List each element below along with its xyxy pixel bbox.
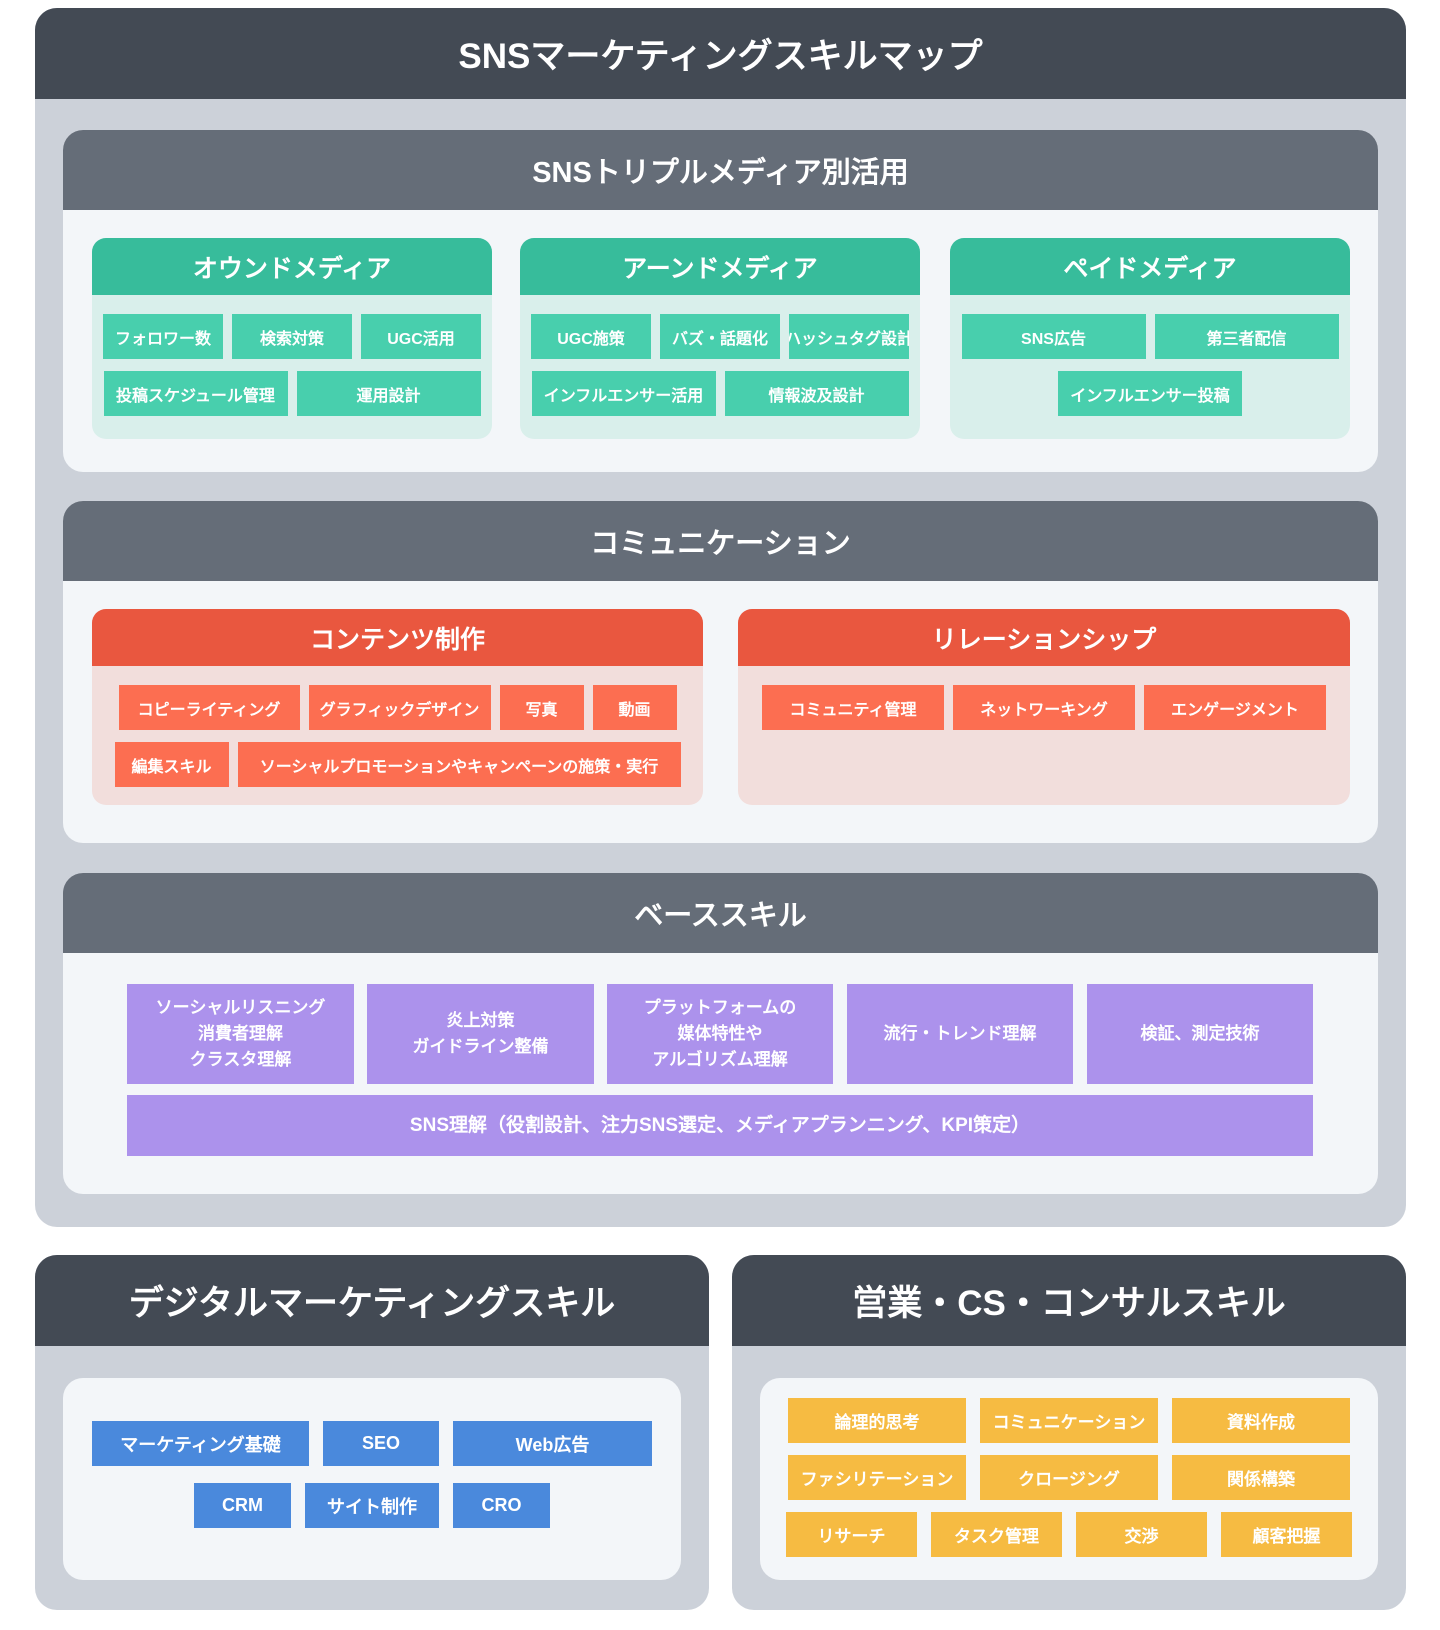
relationship-title: リレーションシップ <box>738 609 1350 666</box>
skill-chip: SNS広告 <box>961 314 1146 359</box>
earned-media-title: アーンドメディア <box>520 238 920 295</box>
skill-chip: UGC活用 <box>361 314 481 359</box>
communication-title: コミュニケーション <box>63 501 1378 581</box>
chip-row: UGC施策バズ・話題化ハッシュタグ設計 <box>531 314 909 359</box>
skill-chip: Web広告 <box>453 1421 652 1466</box>
skill-chip: CRM <box>194 1483 291 1528</box>
base-skill-item: 流行・トレンド理解 <box>847 984 1073 1084</box>
earned-media-card: アーンドメディア UGC施策バズ・話題化ハッシュタグ設計インフルエンサー活用情報… <box>520 238 920 439</box>
sns-understanding-bar: SNS理解（役割設計、注力SNS選定、メディアプランニング、KPI策定） <box>127 1095 1313 1156</box>
skill-chip: コミュニティ管理 <box>762 685 944 730</box>
chip-row: SNS広告第三者配信 <box>961 314 1339 359</box>
skill-chip: クロージング <box>980 1455 1158 1500</box>
skill-chip: 顧客把握 <box>1221 1512 1352 1557</box>
base-skill-title: ベーススキル <box>63 873 1378 953</box>
chip-row: インフルエンサー活用情報波及設計 <box>531 371 909 416</box>
skill-chip: CRO <box>453 1483 550 1528</box>
skill-chip: コピーライティング <box>118 685 300 730</box>
sales-cs-consulting-panel: 営業・CS・コンサルスキル 論理的思考コミュニケーション資料作成ファシリテーショ… <box>732 1255 1406 1610</box>
skill-chip: バズ・話題化 <box>660 314 780 359</box>
chip-row: ファシリテーションクロージング関係構築 <box>788 1455 1350 1500</box>
base-skill-section: ベーススキル ソーシャルリスニング 消費者理解 クラスタ理解 炎上対策 ガイドラ… <box>63 873 1378 1194</box>
digital-marketing-panel: デジタルマーケティングスキル マーケティング基礎 SEO Web広告 CRM サイト制作… <box>35 1255 709 1610</box>
skill-chip: サイト制作 <box>305 1483 439 1528</box>
chip-row: 編集スキルソーシャルプロモーションやキャンペーンの施策・実行 <box>114 742 681 787</box>
skill-chip: 論理的思考 <box>788 1398 966 1443</box>
skill-chip: フォロワー数 <box>103 314 223 359</box>
skill-chip: 関係構築 <box>1172 1455 1350 1500</box>
relationship-card: リレーションシップ コミュニティ管理ネットワーキングエンゲージメント <box>738 609 1350 805</box>
triple-media-title: SNSトリプルメディア別活用 <box>63 130 1378 210</box>
skill-chip: 運用設計 <box>296 371 481 416</box>
skill-chip: ファシリテーション <box>788 1455 966 1500</box>
skill-chip: 編集スキル <box>114 742 229 787</box>
skill-chip: 写真 <box>499 685 584 730</box>
skill-chip: 動画 <box>592 685 677 730</box>
skill-chip: 検索対策 <box>232 314 352 359</box>
skill-chip: インフルエンサー活用 <box>531 371 716 416</box>
skill-chip: リサーチ <box>786 1512 917 1557</box>
skill-chip: 第三者配信 <box>1154 314 1339 359</box>
digital-marketing-title: デジタルマーケティングスキル <box>35 1255 709 1346</box>
skill-chip: ソーシャルプロモーションやキャンペーンの施策・実行 <box>237 742 681 787</box>
chip-row: マーケティング基礎 SEO Web広告 <box>92 1421 652 1466</box>
skill-chip: ハッシュタグ設計 <box>789 314 909 359</box>
skill-chip: 資料作成 <box>1172 1398 1350 1443</box>
skill-chip: エンゲージメント <box>1144 685 1326 730</box>
chip-row: CRM サイト制作 CRO <box>194 1483 550 1528</box>
skill-chip: ネットワーキング <box>953 685 1135 730</box>
sns-skill-map-panel: SNSマーケティングスキルマップ SNSトリプルメディア別活用 オウンドメディア… <box>35 8 1406 1227</box>
skill-chip: SEO <box>323 1421 439 1466</box>
skill-chip: UGC施策 <box>531 314 651 359</box>
skill-chip: コミュニケーション <box>980 1398 1158 1443</box>
chip-row: コピーライティンググラフィックデザイン写真動画 <box>118 685 677 730</box>
paid-media-title: ペイドメディア <box>950 238 1350 295</box>
base-skill-item: 検証、測定技術 <box>1087 984 1313 1084</box>
base-skill-item: プラットフォームの 媒体特性や アルゴリズム理解 <box>607 984 833 1084</box>
skill-chip: マーケティング基礎 <box>92 1421 309 1466</box>
content-creation-card: コンテンツ制作 コピーライティンググラフィックデザイン写真動画編集スキルソーシャ… <box>92 609 703 805</box>
owned-media-title: オウンドメディア <box>92 238 492 295</box>
chip-row: 投稿スケジュール管理運用設計 <box>103 371 481 416</box>
chip-row: リサーチタスク管理交渉顧客把握 <box>786 1512 1352 1557</box>
skill-chip: 交渉 <box>1076 1512 1207 1557</box>
content-creation-title: コンテンツ制作 <box>92 609 703 666</box>
chip-row: コミュニティ管理ネットワーキングエンゲージメント <box>762 685 1326 730</box>
paid-media-card: ペイドメディア SNS広告第三者配信インフルエンサー投稿 <box>950 238 1350 439</box>
skill-chip: タスク管理 <box>931 1512 1062 1557</box>
chip-row: 論理的思考コミュニケーション資料作成 <box>788 1398 1350 1443</box>
skill-chip: インフルエンサー投稿 <box>1058 371 1242 416</box>
base-skill-item: 炎上対策 ガイドライン整備 <box>367 984 594 1084</box>
chip-row: インフルエンサー投稿 <box>1058 371 1242 416</box>
skill-chip: グラフィックデザイン <box>308 685 491 730</box>
base-skill-item: ソーシャルリスニング 消費者理解 クラスタ理解 <box>127 984 354 1084</box>
communication-section: コミュニケーション コンテンツ制作 コピーライティンググラフィックデザイン写真動… <box>63 501 1378 843</box>
sales-cs-consulting-title: 営業・CS・コンサルスキル <box>732 1255 1406 1346</box>
skill-chip: 情報波及設計 <box>724 371 909 416</box>
skill-chip: 投稿スケジュール管理 <box>103 371 288 416</box>
map-title: SNSマーケティングスキルマップ <box>35 8 1406 99</box>
